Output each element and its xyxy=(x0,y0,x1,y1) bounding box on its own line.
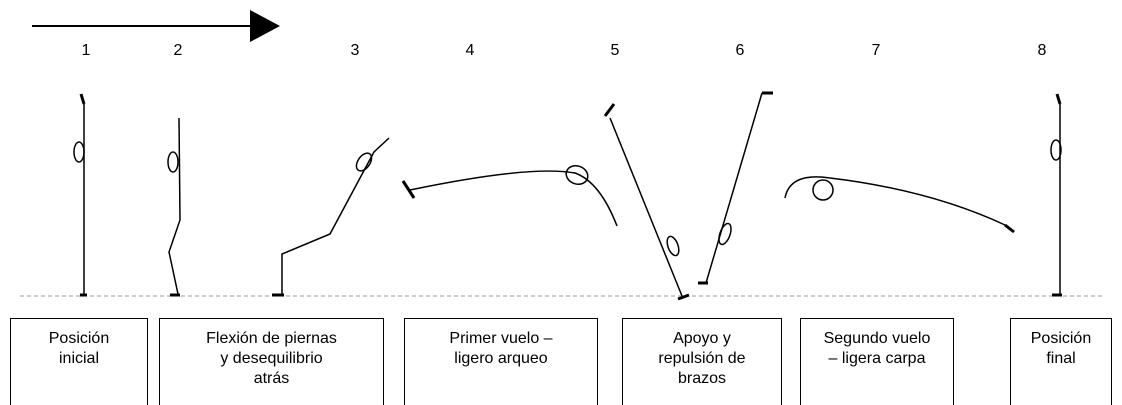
phase-label: Apoyo y repulsión de brazos xyxy=(658,330,746,387)
phase-number-1: 1 xyxy=(81,42,91,59)
phase-number-4: 4 xyxy=(465,42,475,59)
phase-number-3: 3 xyxy=(350,42,360,59)
figure-4-first-flight xyxy=(401,164,618,227)
phase-label: Flexión de piernas y desequilibrio atrás xyxy=(206,330,337,387)
figure-3-unbalance xyxy=(272,137,390,297)
direction-arrow xyxy=(32,10,280,42)
phase-label: Posición inicial xyxy=(48,330,110,367)
phase-box-hand-support: Apoyo y repulsión de brazos xyxy=(622,318,782,405)
phase-number-5: 5 xyxy=(610,42,620,59)
figure-5-hand-support xyxy=(603,103,690,301)
phase-number-6: 6 xyxy=(735,42,745,59)
figure-8-final xyxy=(1050,93,1062,297)
phase-box-final-position: Posición final xyxy=(1010,318,1112,405)
phase-box-second-flight: Segundo vuelo – ligera carpa xyxy=(800,318,954,405)
phase-label: Segundo vuelo – ligera carpa xyxy=(823,330,931,367)
phase-label: Posición final xyxy=(1030,330,1092,367)
phase-number-8: 8 xyxy=(1037,42,1047,59)
phase-label: Primer vuelo – ligero arqueo xyxy=(449,330,553,367)
figure-7-second-flight xyxy=(784,176,1015,234)
figure-1-standing xyxy=(73,93,87,297)
phase-number-2: 2 xyxy=(173,42,183,59)
figure-2-knee-bend xyxy=(167,117,181,297)
phase-box-knee-bend: Flexión de piernas y desequilibrio atrás xyxy=(159,318,384,405)
phase-box-initial-position: Posición inicial xyxy=(10,318,148,405)
figure-6-repulsion xyxy=(698,91,773,285)
phase-box-first-flight: Primer vuelo – ligero arqueo xyxy=(404,318,598,405)
phase-number-7: 7 xyxy=(871,42,881,59)
